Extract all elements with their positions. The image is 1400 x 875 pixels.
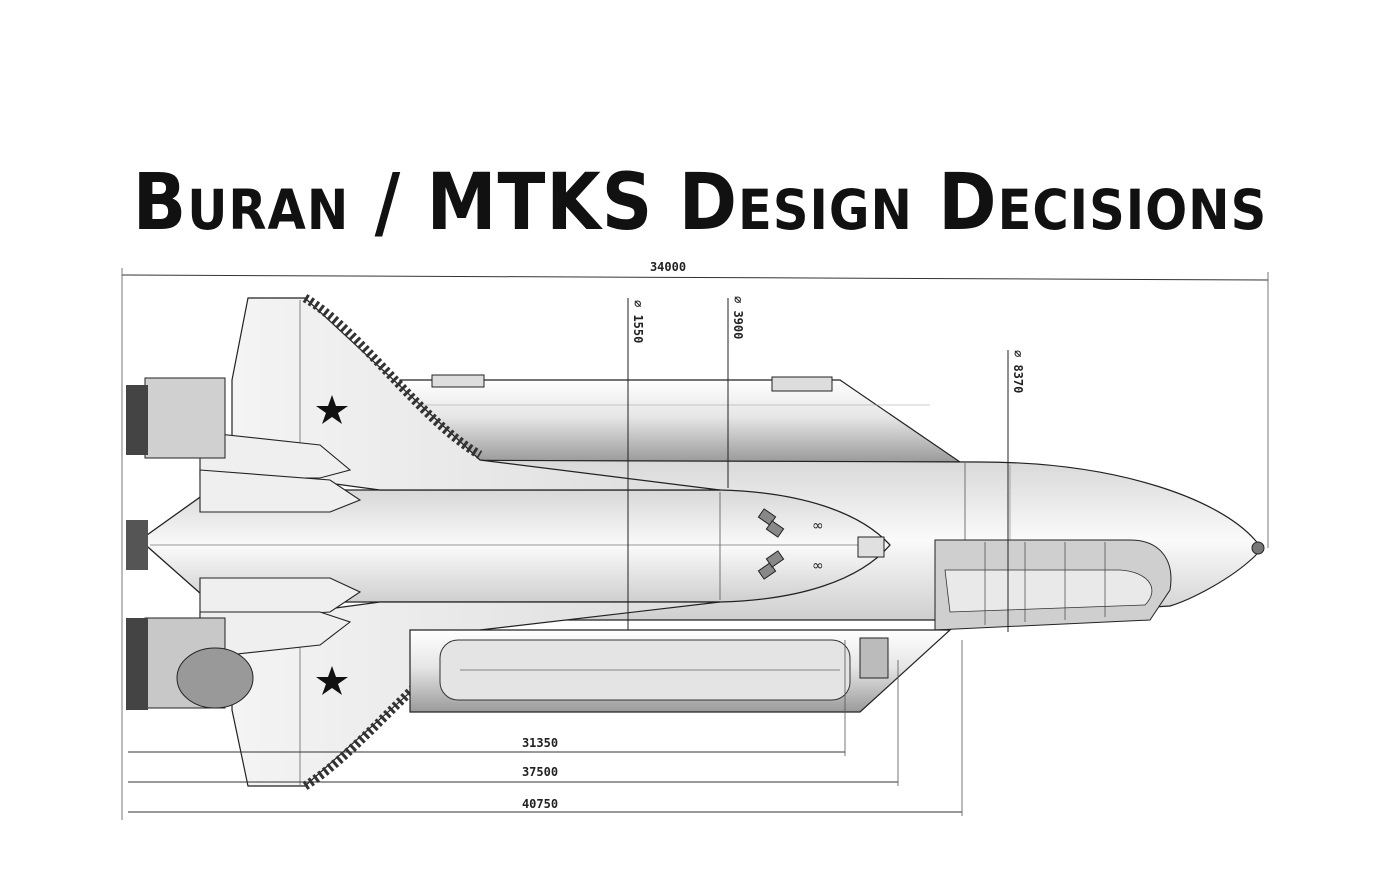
engine-pods [126,377,362,710]
svg-text:∞: ∞ [812,558,824,574]
page-title: Buran / MTKS Design Decisions [132,158,1268,249]
upper-wing [231,294,721,491]
length-b-label: 37500 [522,765,558,779]
diameter-label-2: ⌀ 3900 [731,296,745,339]
overall-length-label: 34000 [650,260,686,274]
overall-length-dimension: 34000 [121,260,1269,820]
diameter-label-3: ⌀ 8370 [1011,350,1025,393]
length-a-label: 31350 [522,736,558,750]
lower-booster [409,629,952,713]
svg-text:∞: ∞ [812,518,824,534]
diameter-label-1: ⌀ 1550 [631,300,645,343]
bottom-dimensions: 31350 37500 40750 [128,640,963,816]
diameter-callouts: ⌀ 1550 ⌀ 3900 ⌀ 8370 [627,296,1025,632]
length-c-label: 40750 [522,797,558,811]
orbiter-fuselage: ∞ ∞ [138,489,891,603]
